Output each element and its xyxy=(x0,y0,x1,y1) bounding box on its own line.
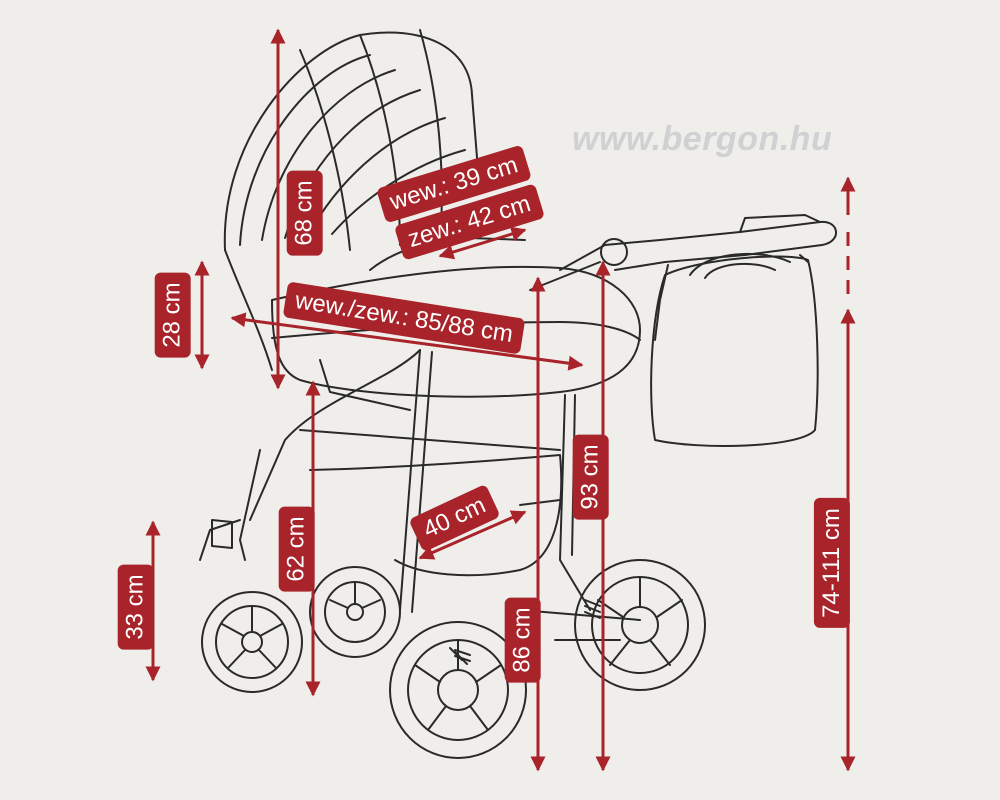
bag-height-label: 93 cm xyxy=(572,434,609,520)
wheel-height-label: 33 cm xyxy=(117,564,154,650)
seat-height-label: 62 cm xyxy=(278,506,315,592)
front-right-wheel xyxy=(309,566,401,658)
handle-range-label: 74-111 cm xyxy=(813,498,850,628)
front-left-wheel xyxy=(201,591,303,693)
frame-height-label: 86 cm xyxy=(504,597,541,683)
watermark-text: www.bergon.hu xyxy=(572,120,833,158)
basket-arrow xyxy=(418,510,527,560)
changing-bag xyxy=(650,252,819,447)
handlebar xyxy=(529,214,837,291)
hood-height-label: 68 cm xyxy=(286,170,323,256)
length-arrow xyxy=(230,312,584,371)
body-depth-label: 28 cm xyxy=(154,272,191,358)
chassis xyxy=(199,349,641,641)
rear-left-wheel xyxy=(389,621,527,759)
rear-right-wheel xyxy=(574,559,706,691)
width-arrow xyxy=(438,226,527,260)
